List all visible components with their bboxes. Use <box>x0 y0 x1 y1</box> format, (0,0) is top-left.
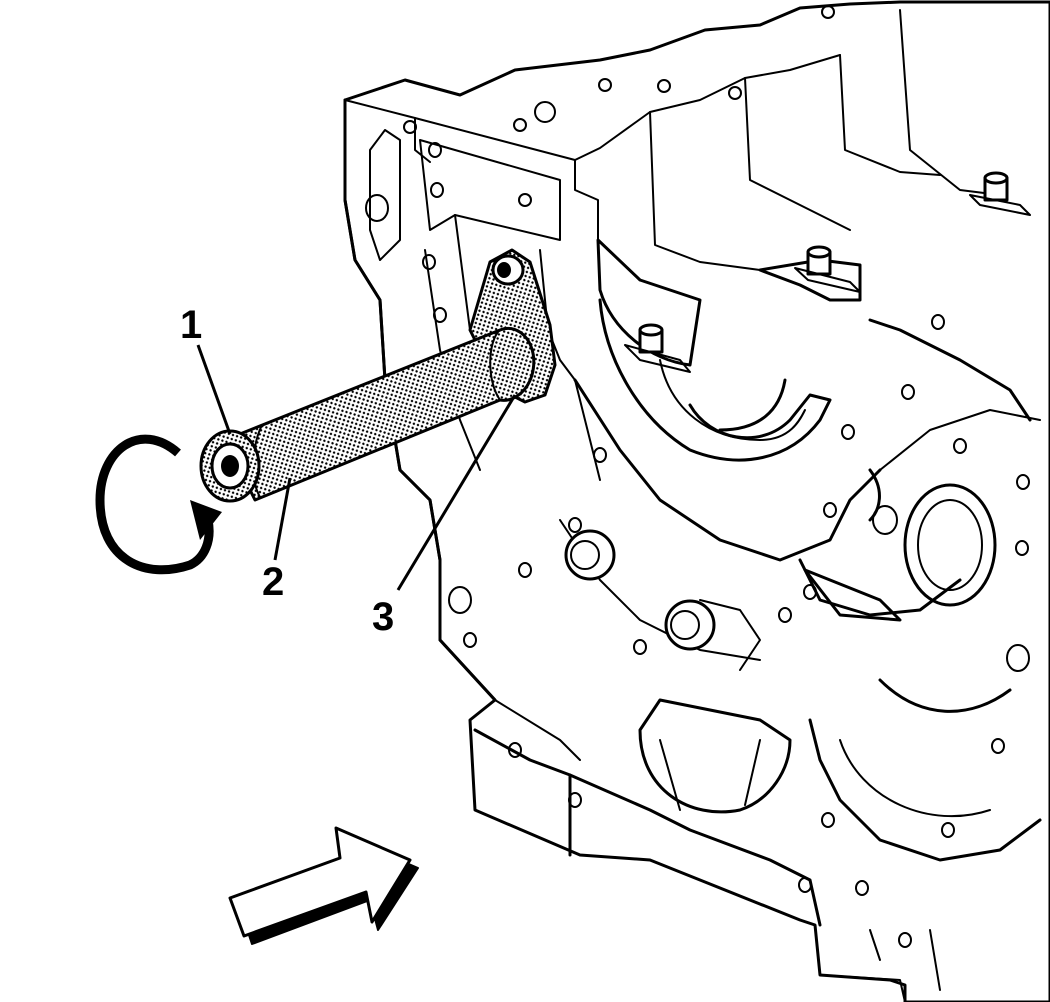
callout-label: 1 <box>180 303 202 347</box>
callout-2: 2 <box>262 477 292 604</box>
callout-3: 3 <box>372 394 517 639</box>
oil-passage-boss <box>564 529 616 581</box>
callout-label: 2 <box>262 560 284 604</box>
rotation-arrow-icon <box>95 434 222 575</box>
bolt-holes <box>365 5 1030 948</box>
dowel-pin <box>794 245 861 293</box>
engine-block <box>343 0 1050 1002</box>
tool-assembly <box>199 248 557 503</box>
direction-arrow-icon <box>228 826 419 945</box>
end-cap <box>199 429 261 503</box>
dowel-pin <box>969 171 1031 216</box>
oil-passage-boss <box>664 599 761 671</box>
dowel-pin <box>624 323 691 373</box>
callout-1: 1 <box>180 303 232 435</box>
callout-label: 3 <box>372 595 394 639</box>
